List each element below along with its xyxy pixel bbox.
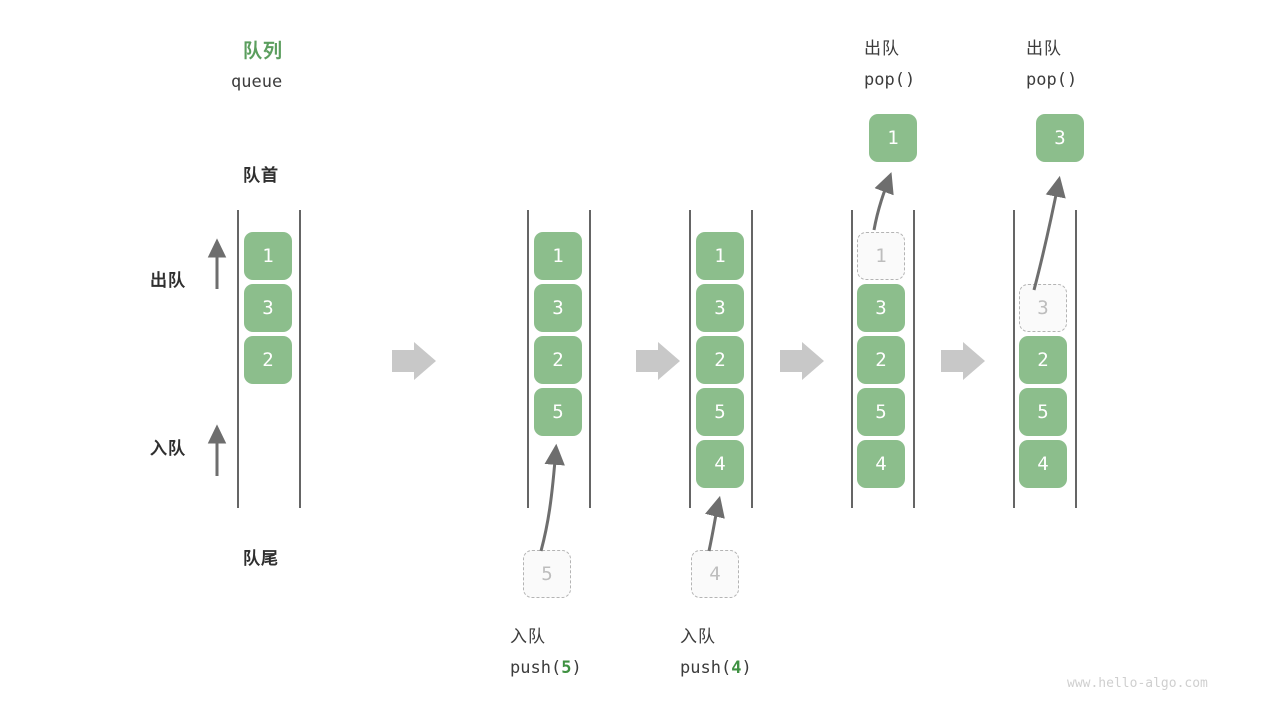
step-transition-arrow — [780, 342, 824, 380]
queue-cell-ghost: 3 — [1019, 284, 1067, 332]
queue-cell-ghost: 1 — [857, 232, 905, 280]
enqueue-direction-label: 入队 — [150, 439, 186, 458]
queue-cell: 4 — [696, 440, 744, 488]
rear-label: 队尾 — [243, 549, 279, 568]
operation-label-cn: 出队 — [864, 39, 900, 58]
step-transition-arrow — [636, 342, 680, 380]
queue-cell: 4 — [857, 440, 905, 488]
rail-left — [689, 210, 691, 508]
queue-cell: 5 — [1019, 388, 1067, 436]
op-code-suffix: ) — [904, 70, 916, 90]
op-code-suffix: ) — [1066, 70, 1078, 90]
queue-cell: 3 — [696, 284, 744, 332]
queue-cell: 2 — [696, 336, 744, 384]
queue-cell: 3 — [534, 284, 582, 332]
incoming-ghost-cell: 4 — [691, 550, 739, 598]
op-code-prefix: push( — [680, 658, 732, 678]
rail-right — [299, 210, 301, 508]
front-label: 队首 — [243, 166, 279, 185]
queue-cell: 1 — [534, 232, 582, 280]
op-code-prefix: pop( — [864, 70, 905, 90]
pop-arrow-1 — [872, 172, 894, 231]
rail-right — [913, 210, 915, 508]
queue-cell: 5 — [696, 388, 744, 436]
queue-cell: 2 — [534, 336, 582, 384]
queue-cell: 1 — [696, 232, 744, 280]
step-transition-arrow — [941, 342, 985, 380]
op-code-prefix: push( — [510, 658, 562, 678]
queue-cell: 4 — [1019, 440, 1067, 488]
queue-cell: 2 — [1019, 336, 1067, 384]
rail-left — [527, 210, 529, 508]
diagram-title-cn: 队列 — [243, 41, 284, 62]
push-arrow-5 — [539, 443, 565, 552]
operation-label-cn: 入队 — [680, 627, 716, 646]
queue-cell: 2 — [857, 336, 905, 384]
watermark: www.hello-algo.com — [1067, 676, 1208, 691]
rail-right — [751, 210, 753, 508]
rail-left — [1013, 210, 1015, 508]
rail-left — [851, 210, 853, 508]
op-code-arg: 5 — [561, 658, 572, 678]
operation-label-code: push(5) — [510, 658, 582, 678]
queue-cell: 3 — [244, 284, 292, 332]
operation-label-code: push(4) — [680, 658, 752, 678]
dequeue-direction-label: 出队 — [150, 271, 186, 290]
operation-label-code: pop() — [864, 70, 915, 90]
pop-arrow-3 — [1032, 175, 1066, 291]
op-code-prefix: pop( — [1026, 70, 1067, 90]
rail-left — [237, 210, 239, 508]
operation-label-cn: 入队 — [510, 627, 546, 646]
incoming-ghost-cell: 5 — [523, 550, 571, 598]
queue-cell: 5 — [857, 388, 905, 436]
queue-cell: 1 — [244, 232, 292, 280]
step-transition-arrow — [392, 342, 436, 380]
queue-cell: 3 — [857, 284, 905, 332]
popped-cell: 1 — [869, 114, 917, 162]
rail-right — [589, 210, 591, 508]
rail-right — [1075, 210, 1077, 508]
op-code-arg: 4 — [731, 658, 742, 678]
operation-label-cn: 出队 — [1026, 39, 1062, 58]
push-arrow-4 — [705, 495, 725, 552]
operation-label-code: pop() — [1026, 70, 1077, 90]
op-code-suffix: ) — [741, 658, 752, 678]
popped-cell: 3 — [1036, 114, 1084, 162]
queue-cell: 2 — [244, 336, 292, 384]
diagram-title-en: queue — [231, 72, 283, 92]
op-code-suffix: ) — [571, 658, 582, 678]
queue-cell: 5 — [534, 388, 582, 436]
